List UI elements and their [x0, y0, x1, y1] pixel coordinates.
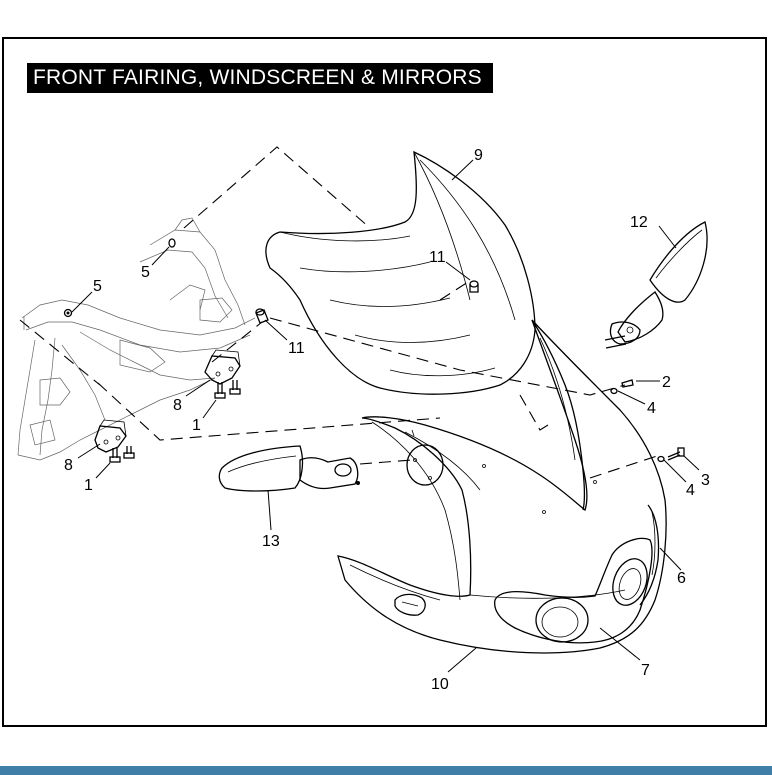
callout-5-top: 5 [141, 264, 150, 281]
leader-lines [71, 159, 700, 673]
callout-1-lower: 1 [84, 477, 93, 494]
callout-4-lower: 4 [686, 482, 695, 499]
washer-4-upper [610, 387, 618, 395]
callout-5-left: 5 [93, 278, 102, 295]
right-mirror [604, 221, 708, 349]
windscreen-well-nut-11 [469, 280, 479, 293]
callout-12: 12 [630, 214, 648, 231]
callout-7: 7 [641, 662, 650, 679]
motorcycle-frame [17, 217, 256, 461]
screw-3 [667, 447, 685, 461]
callout-8-upper: 8 [173, 397, 182, 414]
callout-4-upper: 4 [647, 400, 656, 417]
upper-bracket-bolts [214, 380, 241, 399]
diagram-title: FRONT FAIRING, WINDSCREEN & MIRRORS [27, 63, 493, 93]
callout-13: 13 [262, 533, 280, 550]
screw-2 [621, 379, 634, 388]
lower-mount-bracket [94, 419, 127, 453]
windscreen [265, 150, 536, 395]
callout-8-lower: 8 [64, 457, 73, 474]
assembly-lines [19, 146, 661, 479]
callout-6: 6 [677, 570, 686, 587]
bottom-color-strip [0, 766, 772, 775]
front-fairing [337, 319, 667, 654]
headlamp-trim-6 [639, 504, 660, 606]
frame-grommet-5-left [63, 308, 73, 318]
lower-bracket-bolts [109, 446, 135, 463]
frame-grommet-5-top [168, 238, 176, 248]
frame-spacer-11 [255, 308, 269, 324]
callout-1-upper: 1 [192, 417, 201, 434]
headlamp-bezel [494, 537, 653, 644]
left-mirror [218, 445, 360, 492]
upper-mount-bracket [204, 349, 241, 385]
washer-4-lower [657, 455, 665, 463]
callout-2: 2 [662, 374, 671, 391]
callout-3: 3 [701, 472, 710, 489]
callout-labels: 5 5 11 8 1 8 1 9 11 12 2 4 3 4 6 7 10 13 [64, 147, 710, 693]
callout-9: 9 [474, 147, 483, 164]
callout-11-frame: 11 [288, 340, 305, 357]
callout-10: 10 [431, 676, 449, 693]
callout-11-windscreen: 11 [429, 249, 446, 266]
diagram-frame [2, 37, 767, 727]
